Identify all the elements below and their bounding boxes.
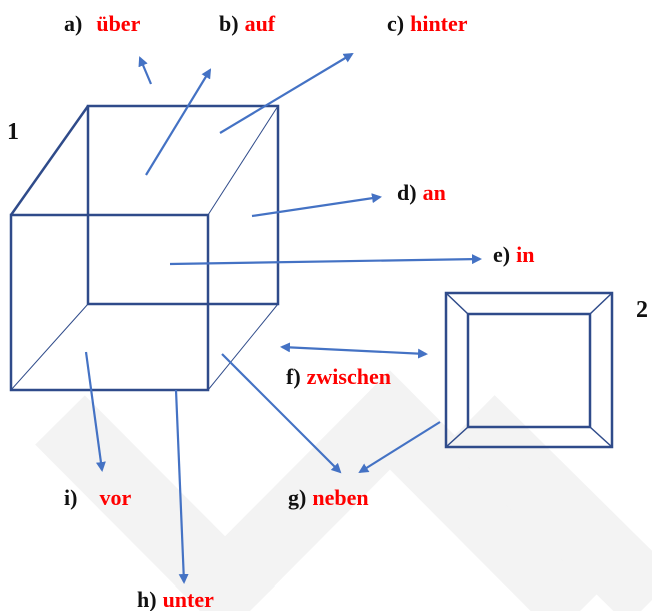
arrow-in xyxy=(169,254,482,266)
arrow-zwischen xyxy=(280,342,428,359)
label-d-letter: d) xyxy=(397,180,417,205)
label-h-word: unter xyxy=(163,587,215,611)
cube-back-face xyxy=(86,104,280,306)
label-f: f)zwischen xyxy=(286,364,391,389)
label-i: i) vor xyxy=(64,485,131,510)
label-a-word: über xyxy=(96,11,140,36)
label-i-word: vor xyxy=(99,485,131,510)
label-h: h)unter xyxy=(137,587,214,611)
cube xyxy=(9,104,280,392)
label-a: a) über xyxy=(64,11,141,36)
frame-outer xyxy=(444,291,614,449)
label-g-word: neben xyxy=(312,485,368,510)
label-b-letter: b) xyxy=(219,11,239,36)
label-c: c)hinter xyxy=(387,11,468,36)
label-d: d)an xyxy=(397,180,446,205)
label-f-letter: f) xyxy=(286,364,301,389)
arrow-auf xyxy=(145,68,212,176)
frame-inner xyxy=(466,312,592,429)
cube-edge-bottom-right xyxy=(207,303,279,391)
arrow-unter xyxy=(174,389,189,584)
label-e: e)in xyxy=(493,242,534,267)
arrow-an xyxy=(251,193,382,218)
label-f-word: zwischen xyxy=(307,364,391,389)
arrow-ueber xyxy=(138,56,153,85)
arrow-neben-from-cube xyxy=(221,353,342,474)
arrow-vor xyxy=(84,351,106,472)
label-c-word: hinter xyxy=(410,11,468,36)
label-e-letter: e) xyxy=(493,242,510,267)
label-h-letter: h) xyxy=(137,587,157,611)
arrows xyxy=(84,52,482,584)
label-c-letter: c) xyxy=(387,11,404,36)
figure-number-cube: 1 xyxy=(7,119,19,145)
arrow-hinter xyxy=(219,52,354,134)
label-g-letter: g) xyxy=(288,485,306,510)
label-d-word: an xyxy=(423,180,446,205)
cube-edge-bottom-left xyxy=(10,303,89,391)
cube-edge-top-right xyxy=(207,105,279,216)
cube-edge-top-left xyxy=(9,105,90,216)
label-a-letter: a) xyxy=(64,11,82,36)
label-g: g)neben xyxy=(288,485,369,510)
label-b: b)auf xyxy=(219,11,276,36)
label-b-word: auf xyxy=(245,11,276,36)
label-i-letter: i) xyxy=(64,485,77,510)
label-e-word: in xyxy=(516,242,534,267)
cube-front-face xyxy=(9,213,210,392)
watermark xyxy=(35,370,652,611)
picture-frame xyxy=(444,291,614,449)
arrow-neben-from-frame xyxy=(358,421,441,474)
figure-number-frame: 2 xyxy=(636,297,648,323)
